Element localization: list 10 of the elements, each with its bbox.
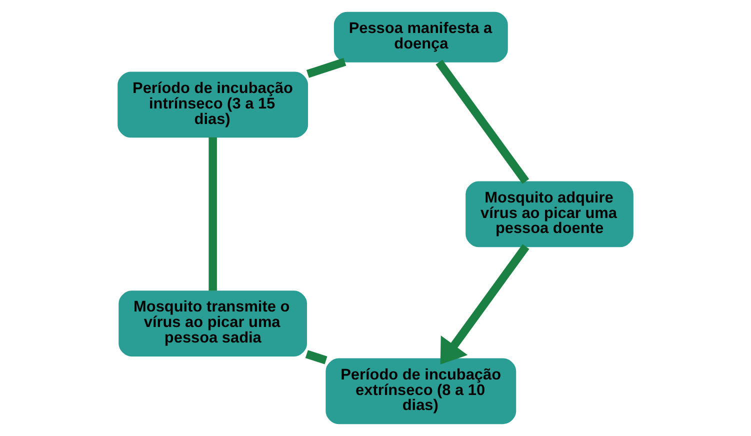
node-box: Pessoa manifesta a doença (334, 12, 508, 62)
node-box: Mosquito transmite o vírus ao picar uma pessoa sadia (118, 290, 307, 356)
connector (208, 137, 217, 291)
connector (306, 58, 346, 78)
arrow (440, 244, 530, 364)
node-box: Mosquito adquire vírus ao picar uma pessoa doente (466, 181, 634, 248)
connector (436, 60, 530, 184)
connector (305, 350, 328, 364)
node-box: Período de incubação intrínseco (3 a 15 dias) (118, 72, 308, 138)
node-box: Período de incubação extrínseco (8 a 10 dias) (326, 358, 516, 424)
